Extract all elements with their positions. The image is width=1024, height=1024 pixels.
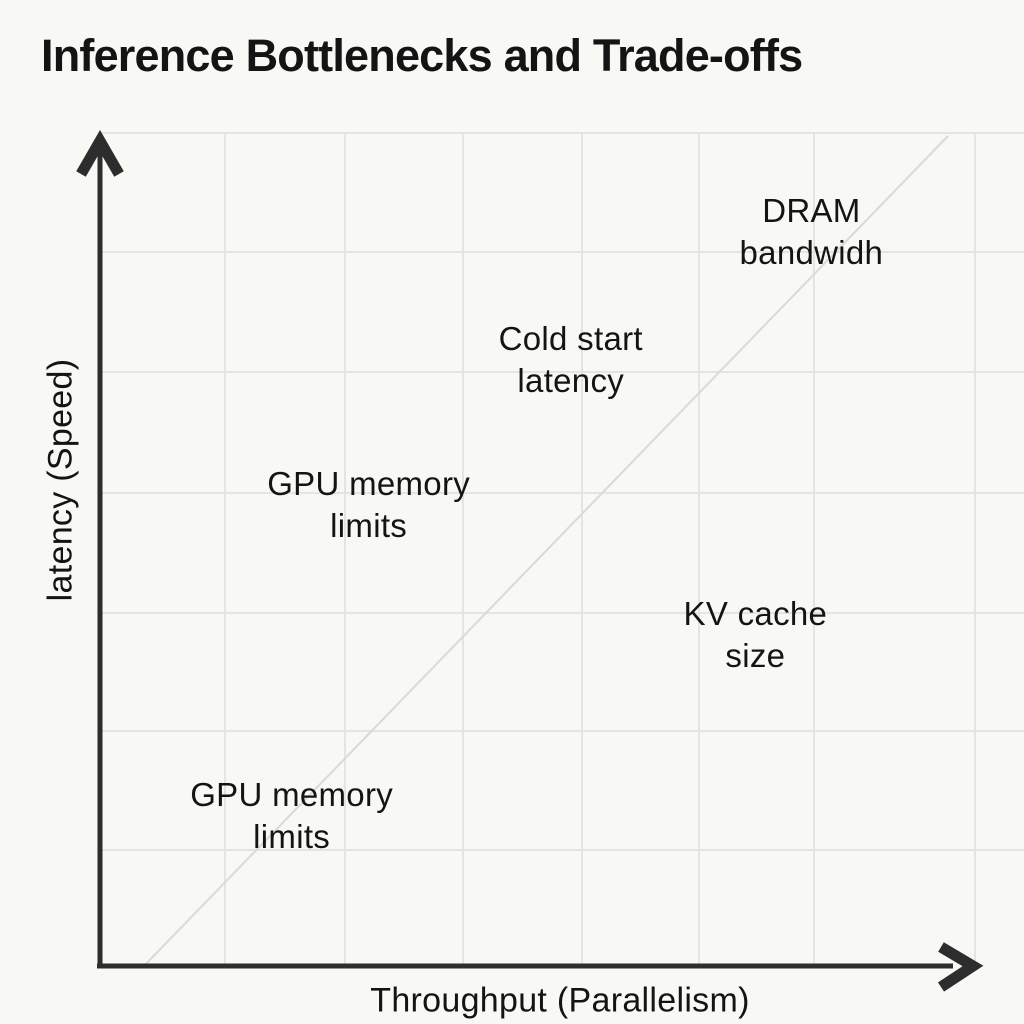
annotation-label: DRAM bandwidh (740, 190, 884, 274)
x-axis-label: Throughput (Parallelism) (370, 981, 750, 1020)
annotation-label: Cold start latency (499, 318, 643, 402)
annotation-label: KV cache size (684, 593, 828, 677)
annotation-line: size (725, 636, 786, 674)
diagonal-reference-line (141, 135, 949, 969)
annotation-line: DRAM (762, 192, 861, 229)
y-axis-arrowhead-icon (76, 129, 124, 177)
annotation-line: limits (253, 818, 331, 856)
annotation-line: GPU memory (190, 776, 394, 814)
annotation-line: KV cache (683, 594, 828, 632)
annotation-line: GPU memory (267, 464, 471, 502)
annotation-label: GPU memory limits (190, 774, 393, 858)
annotation-label: GPU memory limits (267, 463, 470, 547)
annotation-line: latency (517, 362, 625, 400)
annotation-line: bandwidh (739, 234, 884, 271)
y-axis-label: latency (Speed) (41, 358, 80, 602)
x-axis-arrowhead-icon (937, 942, 984, 992)
chart-title: Inference Bottlenecks and Trade-offs (41, 30, 803, 81)
annotation-line: limits (330, 506, 408, 544)
annotation-line: Cold start (498, 320, 643, 358)
